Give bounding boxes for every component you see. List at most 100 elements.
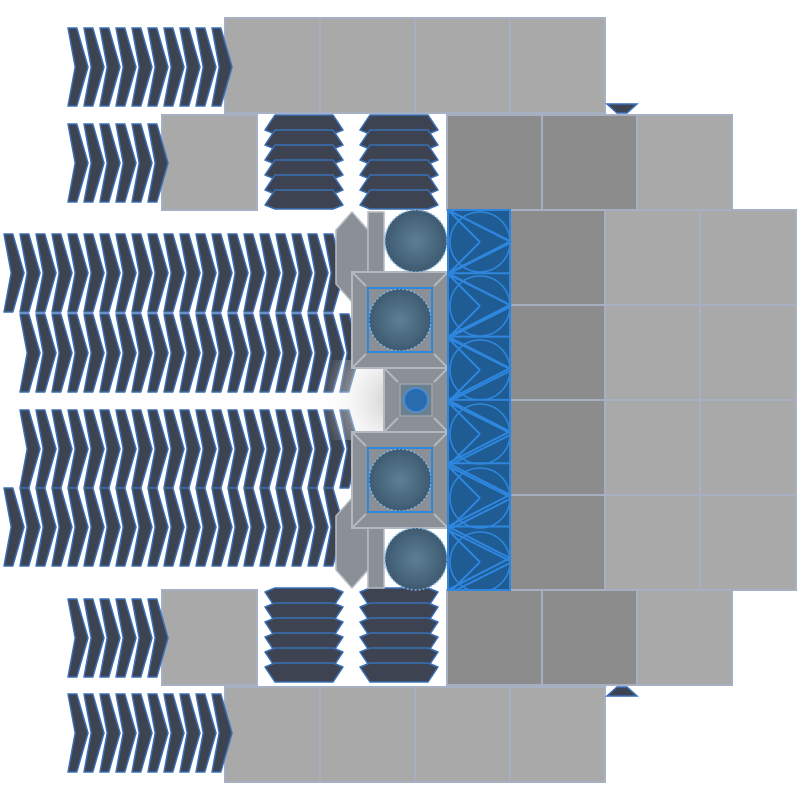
thruster-chevron [131, 233, 153, 313]
thruster-chevron [131, 693, 153, 773]
thruster-chevron [195, 487, 217, 567]
orb-highlight [367, 287, 433, 353]
thruster-chevron [147, 598, 169, 678]
thruster-chevron [259, 313, 281, 393]
thruster-chevron [115, 487, 137, 567]
thruster-stack-segment [359, 662, 439, 683]
thruster-chevron [147, 313, 169, 393]
thruster-chevron [227, 487, 249, 567]
thruster-chevron [163, 27, 185, 107]
thruster-chevron [227, 313, 249, 393]
thruster-chevron [99, 233, 121, 313]
core-strut [367, 211, 385, 273]
hull-block [604, 209, 701, 306]
thruster-chevron [195, 313, 217, 393]
hull-block [446, 589, 543, 686]
core-strut [367, 527, 385, 589]
hull-block [636, 589, 733, 686]
hull-block [224, 17, 321, 114]
thruster-chevron [179, 27, 201, 107]
thruster-chevron [19, 487, 41, 567]
thruster-chevron [83, 693, 105, 773]
thruster-chevron [179, 487, 201, 567]
thruster-chevron [67, 123, 89, 203]
thruster-chevron [51, 487, 73, 567]
hull-block [414, 686, 511, 783]
hull-block [604, 304, 701, 401]
thruster-chevron [147, 487, 169, 567]
thruster-chevron [3, 487, 25, 567]
thruster-chevron [99, 598, 121, 678]
thruster-chevron [99, 693, 121, 773]
hull-block [699, 399, 797, 496]
shield-panel [447, 335, 513, 401]
thruster-chevron [211, 313, 233, 393]
orb-frame-bevel [351, 431, 449, 529]
thruster-chevron [179, 313, 201, 393]
core-layer [320, 209, 513, 591]
thruster-chevron [131, 313, 153, 393]
hull-block [541, 114, 638, 211]
shield-panel [447, 399, 513, 465]
thruster-chevron [291, 233, 313, 313]
thruster-chevron [179, 693, 201, 773]
thruster-chevron [307, 487, 329, 567]
thruster-chevron [275, 487, 297, 567]
thruster-chevron [163, 693, 185, 773]
thruster-chevron [147, 233, 169, 313]
thruster-chevron [147, 693, 169, 773]
hull-block [224, 686, 321, 783]
thruster-chevron [323, 487, 345, 567]
thruster-chevron [83, 313, 105, 393]
thruster-chevron [19, 313, 41, 393]
thruster-chevron [307, 313, 329, 393]
thruster-chevron [3, 233, 25, 313]
thruster-chevron [67, 487, 89, 567]
shield-panel [447, 209, 513, 275]
thruster-chevron [131, 598, 153, 678]
thruster-chevron [83, 598, 105, 678]
hull-block [699, 209, 797, 306]
hull-block [161, 114, 258, 211]
core-glow [320, 360, 390, 440]
hull-tab [605, 103, 639, 114]
thruster-chevron [83, 123, 105, 203]
thruster-chevron [19, 233, 41, 313]
thruster-chevron [115, 27, 137, 107]
thruster-chevron [115, 598, 137, 678]
thruster-chevron [99, 313, 121, 393]
thruster-chevron [211, 27, 233, 107]
thruster-layer [3, 27, 439, 773]
thruster-chevron [35, 487, 57, 567]
hull-block [509, 686, 606, 783]
thruster-chevron [131, 487, 153, 567]
hull-layer [161, 17, 797, 783]
thruster-chevron [99, 123, 121, 203]
thruster-chevron [179, 233, 201, 313]
hull-block [446, 114, 543, 211]
reactor-orb [368, 288, 432, 352]
thruster-chevron [195, 233, 217, 313]
hull-block [509, 494, 606, 591]
core-center-orb [403, 387, 429, 413]
hull-block [509, 304, 606, 401]
thruster-chevron [195, 27, 217, 107]
thruster-chevron [227, 233, 249, 313]
thruster-chevron [131, 27, 153, 107]
thruster-chevron [147, 123, 169, 203]
thruster-chevron [147, 27, 169, 107]
hull-block [509, 17, 606, 114]
reactor-orb [384, 209, 448, 273]
shield-panel [447, 462, 513, 528]
thruster-chevron [99, 27, 121, 107]
thruster-chevron [115, 233, 137, 313]
thruster-chevron [307, 233, 329, 313]
thruster-chevron [115, 123, 137, 203]
thruster-chevron [291, 313, 313, 393]
shield-panel [447, 525, 513, 591]
thruster-chevron [243, 233, 265, 313]
thruster-chevron [259, 233, 281, 313]
hull-block [604, 494, 701, 591]
thruster-chevron [211, 487, 233, 567]
thruster-chevron [51, 313, 73, 393]
